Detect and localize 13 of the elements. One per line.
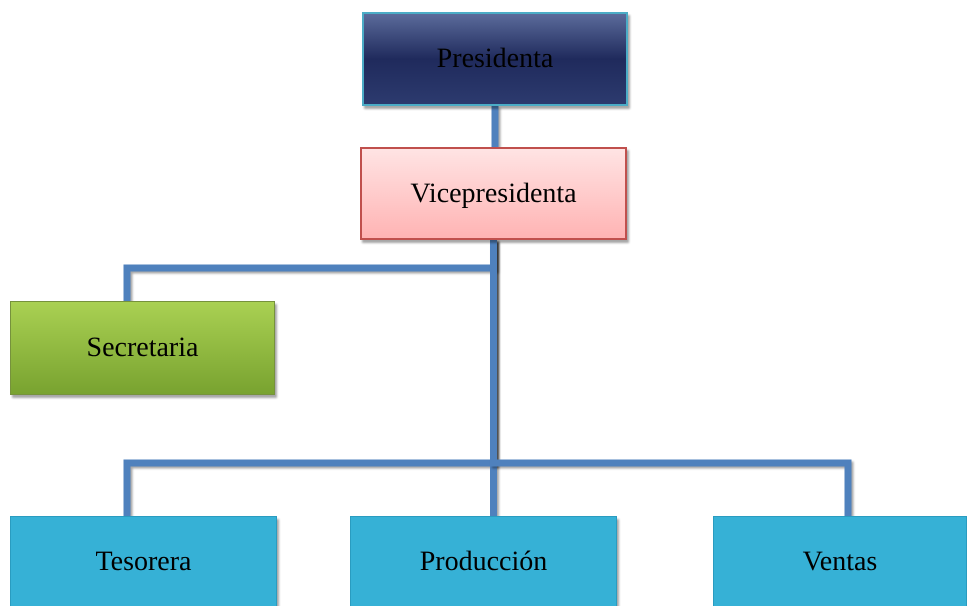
node-label: Vicepresidenta — [410, 178, 577, 210]
department-box — [350, 516, 617, 606]
connector-line — [492, 106, 498, 147]
node-label: Secretaria — [86, 332, 198, 364]
node-label: Presidenta — [436, 43, 554, 75]
node-label: Ventas — [802, 546, 878, 578]
node-label: Tesorera — [96, 546, 192, 578]
node-label: Producción — [420, 546, 548, 578]
title-box — [362, 12, 628, 106]
department-box — [10, 516, 277, 606]
role-box — [10, 301, 275, 395]
role-box — [360, 147, 627, 240]
department-box — [713, 516, 967, 606]
